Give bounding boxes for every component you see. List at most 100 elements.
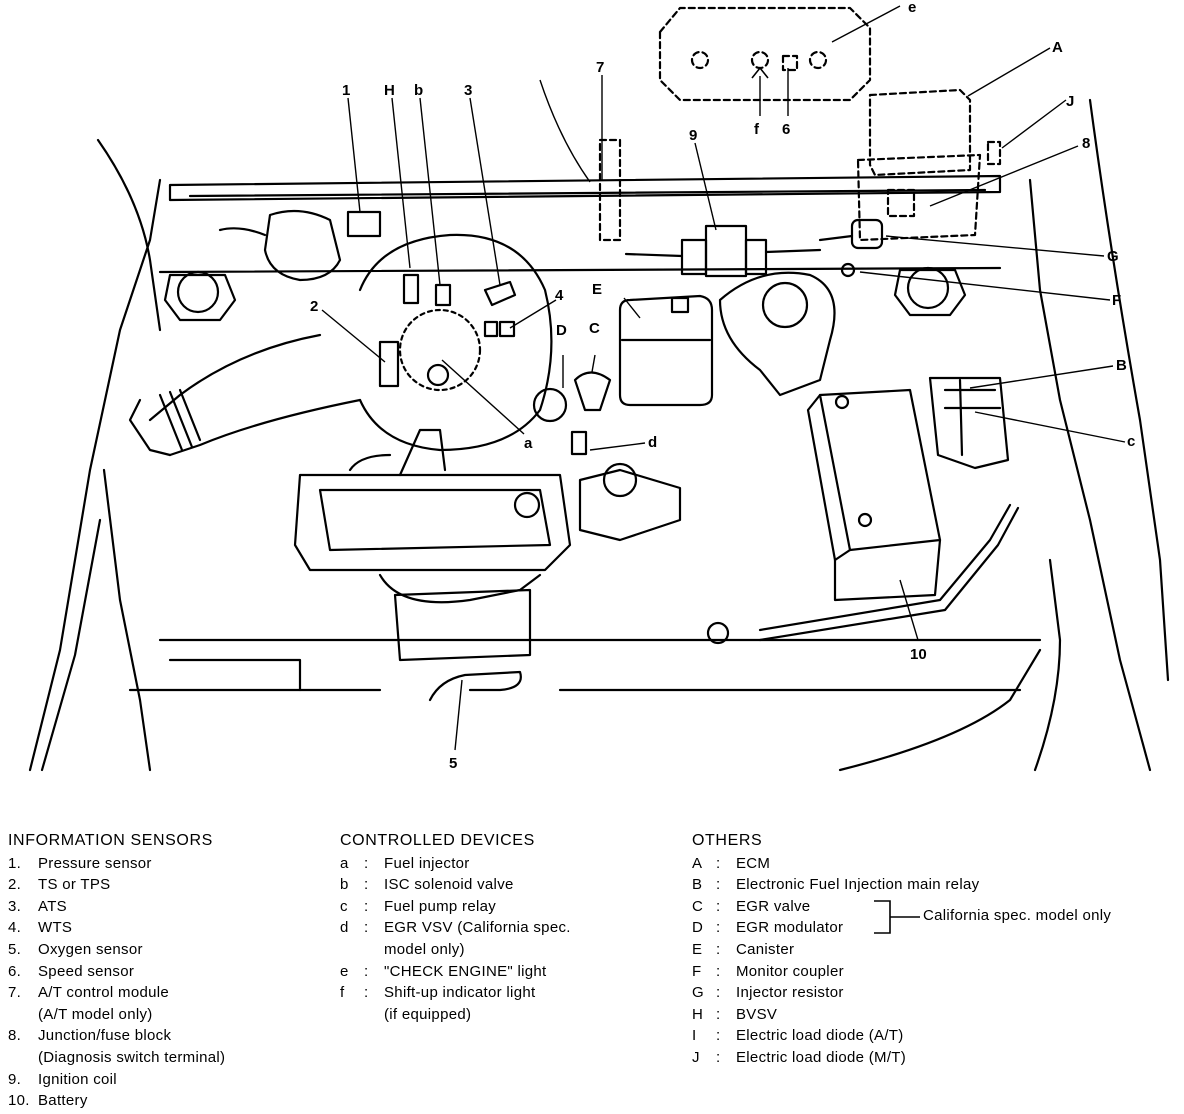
callout-H: H [384,82,395,99]
legend-key: 5. [8,940,22,958]
list-item: 7. A/T control module [8,982,225,1004]
body-outline [28,98,1170,772]
washer-reservoir [218,209,382,282]
legend-label: Shift-up indicator light [384,984,536,1002]
legend-label: Fuel injector [384,854,470,872]
arrow-f-icon [751,66,769,79]
list-item: e:"CHECK ENGINE" light [340,961,571,983]
legend-separator: : [716,984,721,1002]
legend-heading-sensors: INFORMATION SENSORS [8,832,213,849]
list-item: 6. Speed sensor [8,961,225,983]
legend-separator: : [716,1005,721,1023]
list-item: a:Fuel injector [340,853,571,875]
legend-label: A/T control module [38,984,170,1002]
list-item: (if equipped) [340,1004,571,1026]
legend-key: I [692,1027,697,1045]
legend-label: EGR valve [736,897,811,915]
list-item: G: Injector resistor [692,982,979,1004]
legend-label: Injector resistor [736,984,844,1002]
strut-tower-left [163,270,237,322]
distributor [578,462,682,542]
legend-separator: : [716,897,721,915]
engine-block [293,428,572,662]
list-item: b:ISC solenoid valve [340,874,571,896]
legend-separator: : [364,962,369,980]
list-item: 4.WTS [8,917,225,939]
air-cleaner-housing [358,233,553,452]
callout-b: b [414,82,423,99]
legend-separator: : [716,876,721,894]
legend-label: model only) [384,940,465,958]
legend-others: OTHERS A:ECM B:Electronic Fuel Injection… [692,830,979,1069]
legend-key: 8. [8,1027,22,1045]
legend-heading-controlled: CONTROLLED DEVICES [340,832,535,849]
list-item: 2.TS or TPS [8,874,225,896]
list-item: 9.Ignition coil [8,1069,225,1091]
list-item: H:BVSV [692,1004,979,1026]
list-item: c:Fuel pump relay [340,896,571,918]
list-item: model only) [340,939,571,961]
california-note: California spec. model only [923,907,1112,924]
legend-key: f [340,984,345,1002]
legend-key: 1. [8,854,22,872]
callout-1: 1 [342,82,350,99]
oxygen-sensor-wire [428,670,522,702]
legend-label: Pressure sensor [38,854,152,872]
cowl-panel [168,174,1002,202]
legend-separator: : [364,876,369,894]
intake-hose [128,333,362,457]
callout-E: E [592,281,602,298]
legend-label: "CHECK ENGINE" light [384,962,547,980]
legend-label: TS or TPS [38,876,111,894]
legend-label: Ignition coil [38,1070,117,1088]
callout-2: 2 [310,298,318,315]
legend-key: 3. [8,897,22,915]
legend-key: A [692,854,703,872]
legend-label: (A/T model only) [38,1005,153,1023]
callout-8: 8 [1082,135,1090,152]
list-item: (A/T model only) [8,1004,225,1026]
list-item: C:EGR valve [692,896,979,918]
list-item: J:Electric load diode (M/T) [692,1047,979,1069]
list-item: 1. Pressure sensor [8,853,225,875]
callout-4: 4 [555,287,564,304]
legend-separator: : [364,897,369,915]
list-item: 8.Junction/fuse block [8,1025,225,1047]
legend-separator: : [364,984,369,1002]
legend-key: 6. [8,962,22,980]
callout-10: 10 [910,646,927,663]
relay-box [928,376,1010,470]
battery [806,388,942,602]
callout-a: a [524,435,533,452]
legend-label: Monitor coupler [736,962,844,980]
legend-key: a [340,854,349,872]
legend-label: ISC solenoid valve [384,876,514,894]
callout-J: J [1066,93,1074,110]
legend-label: Speed sensor [38,962,135,980]
legend-label: Battery [38,1092,88,1110]
callout-c: c [1127,433,1135,450]
callout-7: 7 [596,59,604,76]
callout-A: A [1052,39,1063,56]
legend-label: ATS [38,897,67,915]
callout-5: 5 [449,755,457,772]
legend-separator: : [716,940,721,958]
list-item: d:EGR VSV (California spec. [340,917,571,939]
list-item: F:Monitor coupler [692,961,979,983]
legend-label: ECM [736,854,771,872]
legend-label: EGR modulator [736,919,844,937]
list-item: E:Canister [692,939,979,961]
legend-label: EGR VSV (California spec. [384,919,571,937]
canister-e [618,294,714,407]
legend-label: WTS [38,919,73,937]
legend-label: BVSV [736,1005,778,1023]
list-item: D:EGR modulator [692,917,979,939]
callout-3: 3 [464,82,472,99]
list-item: (Diagnosis switch terminal) [8,1047,225,1069]
callout-6: 6 [782,121,790,138]
legend-key: 7. [8,984,22,1002]
legend-key: G [692,984,704,1002]
callout-F: F [1112,292,1121,309]
legend-key: B [692,876,703,894]
legend-label: (if equipped) [384,1005,472,1023]
